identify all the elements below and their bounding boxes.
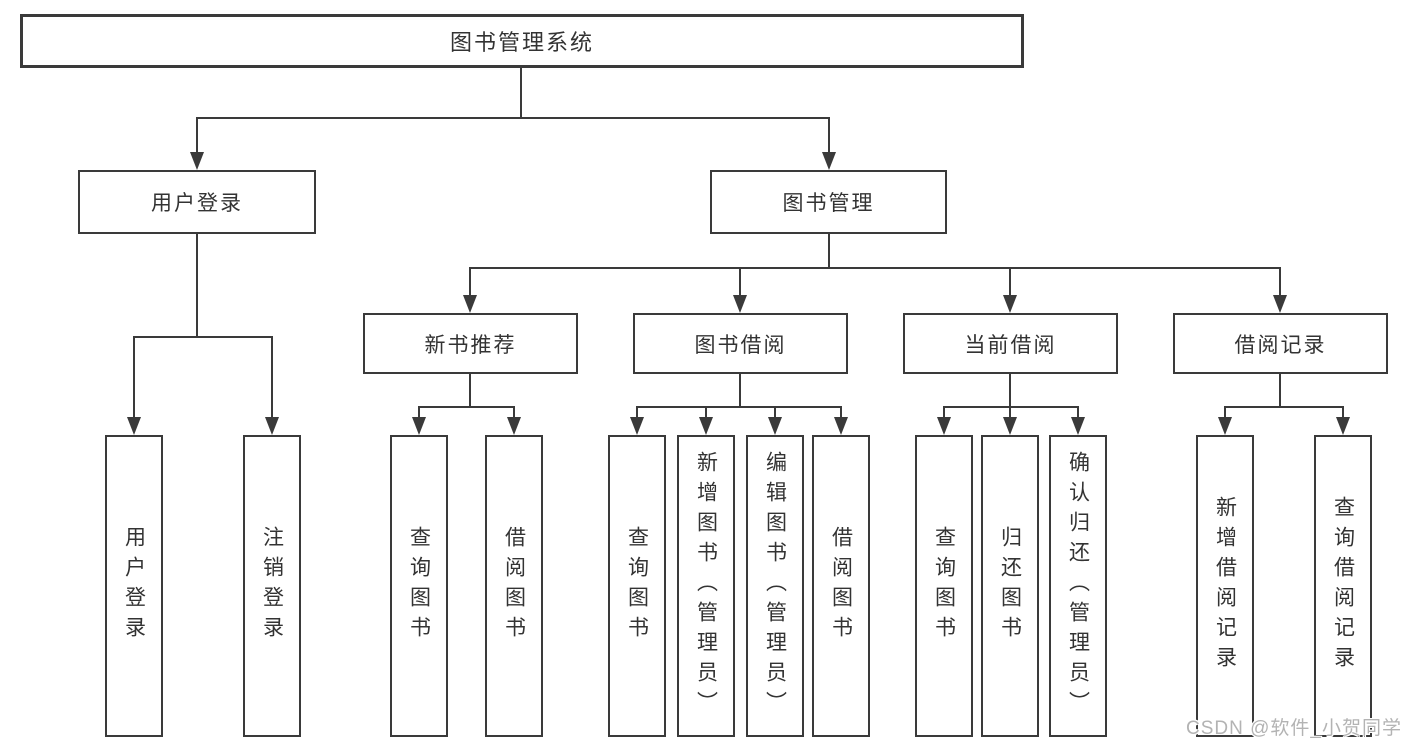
arrow-head (834, 417, 848, 435)
connector-line (469, 267, 471, 295)
leaf-query-books-recommend: 查询图书 (390, 435, 448, 737)
connector-line (828, 234, 830, 268)
connector-line (418, 406, 420, 417)
connector-line (1342, 406, 1344, 417)
connector-line (1279, 267, 1281, 295)
connector-line (774, 406, 776, 417)
connector-line (133, 336, 273, 338)
leaf-borrow-books-recommend: 借阅图书 (485, 435, 543, 737)
connector-line (133, 336, 135, 417)
arrow-head (463, 295, 477, 313)
connector-line (1009, 406, 1011, 417)
connector-line (943, 406, 1079, 408)
leaf-edit-books-admin: 编辑图书（管理员） (746, 435, 804, 737)
connector-line (469, 267, 1281, 269)
group-borrow-records: 借阅记录 (1173, 313, 1388, 374)
connector-line (840, 406, 842, 417)
connector-line (469, 374, 471, 407)
leaf-user-login: 用户登录 (105, 435, 163, 737)
arrow-head (1336, 417, 1350, 435)
connector-line (1077, 406, 1079, 417)
leaf-logout: 注销登录 (243, 435, 301, 737)
arrow-head (1071, 417, 1085, 435)
connector-line (705, 406, 707, 417)
leaf-return-books: 归还图书 (981, 435, 1039, 737)
leaf-add-books-admin: 新增图书（管理员） (677, 435, 735, 737)
arrow-head (265, 417, 279, 435)
arrow-head (1273, 295, 1287, 313)
arrow-head (127, 417, 141, 435)
leaf-borrow-books: 借阅图书 (812, 435, 870, 737)
arrow-head (630, 417, 644, 435)
arrow-head (1003, 417, 1017, 435)
leaf-query-books-current: 查询图书 (915, 435, 973, 737)
group-current-borrow: 当前借阅 (903, 313, 1118, 374)
connector-line (1009, 267, 1011, 295)
connector-line (418, 406, 515, 408)
branch-book-management: 图书管理 (710, 170, 947, 234)
arrow-head (937, 417, 951, 435)
csdn-watermark: CSDN @软件_小贺同学 (1186, 718, 1402, 739)
connector-line (828, 117, 830, 153)
arrow-head (1218, 417, 1232, 435)
connector-line (1224, 406, 1226, 417)
connector-line (196, 117, 830, 119)
connector-line (196, 117, 198, 153)
arrow-head (768, 417, 782, 435)
connector-line (636, 406, 638, 417)
arrow-head (699, 417, 713, 435)
connector-line (1009, 374, 1011, 407)
connector-line (196, 234, 198, 337)
connector-line (1224, 406, 1344, 408)
group-new-book-recommend: 新书推荐 (363, 313, 578, 374)
connector-line (636, 406, 842, 408)
arrow-head (1003, 295, 1017, 313)
group-book-borrow: 图书借阅 (633, 313, 848, 374)
leaf-query-books-borrow: 查询图书 (608, 435, 666, 737)
arrow-head (733, 295, 747, 313)
arrow-head (507, 417, 521, 435)
connector-line (943, 406, 945, 417)
leaf-add-borrow-record: 新增借阅记录 (1196, 435, 1254, 737)
leaf-confirm-return-admin: 确认归还（管理员） (1049, 435, 1107, 737)
connector-line (739, 267, 741, 295)
connector-line (739, 374, 741, 407)
connector-line (513, 406, 515, 417)
arrow-head (190, 152, 204, 170)
connector-line (271, 336, 273, 417)
leaf-query-borrow-record: 查询借阅记录 (1314, 435, 1372, 737)
arrow-head (822, 152, 836, 170)
arrow-head (412, 417, 426, 435)
connector-line (1279, 374, 1281, 407)
root-node-library-system: 图书管理系统 (20, 14, 1024, 68)
branch-user-login: 用户登录 (78, 170, 316, 234)
connector-line (520, 68, 522, 118)
